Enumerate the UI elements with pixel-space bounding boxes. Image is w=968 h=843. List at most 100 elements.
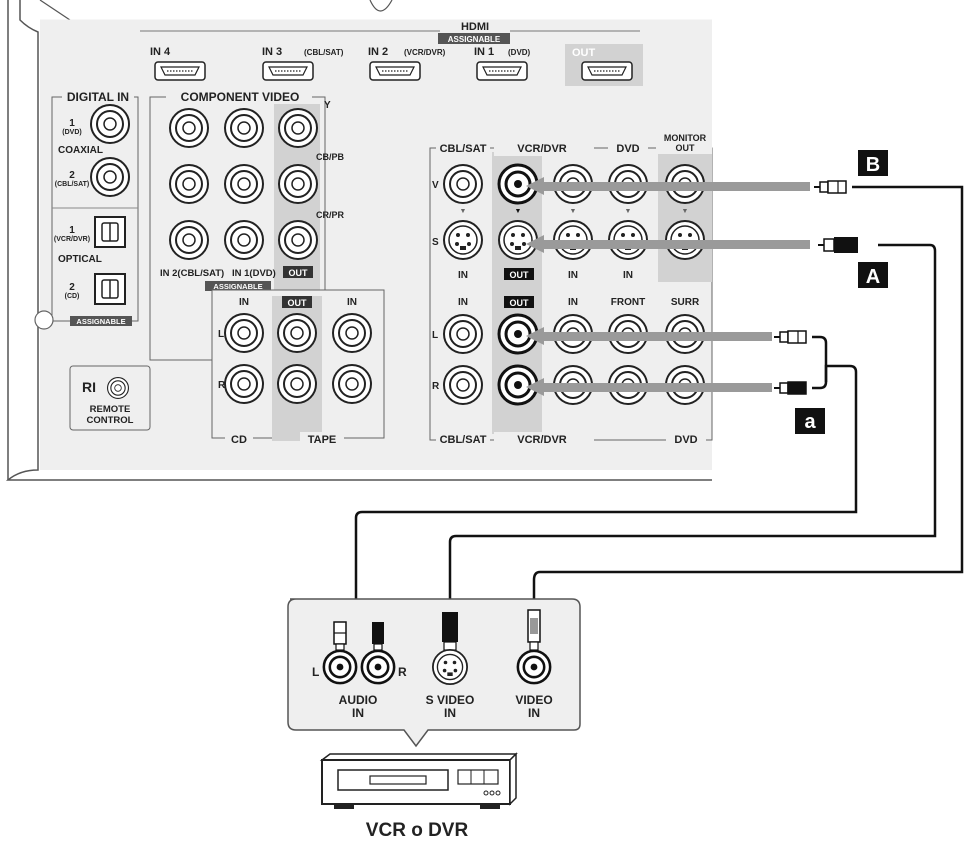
optical-label: OPTICAL xyxy=(58,254,102,265)
hdmi-in3-label: IN 3 xyxy=(262,46,282,58)
video-arrow xyxy=(540,182,810,191)
tape-out-l-jack[interactable] xyxy=(277,313,317,353)
device-audio-r-jack[interactable] xyxy=(360,649,396,685)
device-svideo-label-1: S VIDEO xyxy=(426,693,475,707)
component-in2-cr-jack[interactable] xyxy=(169,220,209,260)
device-audio-in-label-2: IN xyxy=(352,706,364,720)
device-svideo-jack[interactable] xyxy=(431,648,468,685)
av-vcr-dvr-bottom-label: VCR/DVR xyxy=(517,434,567,446)
coaxial-1-jack[interactable] xyxy=(90,104,130,144)
audio-l-label: L xyxy=(432,330,438,341)
device-video-jack[interactable] xyxy=(516,649,552,685)
audio-in-label: IN xyxy=(568,297,578,308)
audio-r-arrow xyxy=(540,383,772,392)
callout-a-upper-text: A xyxy=(866,266,880,288)
device-audio-l-jack[interactable] xyxy=(322,649,358,685)
vcr-dvr-svideo-out-jack[interactable] xyxy=(498,220,538,260)
component-cr-label: CR/PR xyxy=(316,210,345,220)
cd-l-jack[interactable] xyxy=(224,313,264,353)
tape-in-label: IN xyxy=(347,297,357,308)
video-cable xyxy=(532,185,964,610)
hdmi-in4-label: IN 4 xyxy=(150,46,171,58)
video-in-3-label: IN xyxy=(623,270,633,281)
digital-in-section: DIGITAL IN 1 (DVD) COAXIAL 2 (CBL/SAT) 1… xyxy=(34,88,139,330)
cd-label: CD xyxy=(231,434,247,446)
hdmi-out-port[interactable] xyxy=(581,61,633,81)
cables xyxy=(338,185,964,626)
hdmi-title: HDMI xyxy=(461,21,489,33)
arrow-mark: ▼ xyxy=(515,208,522,215)
hdmi-in2-port[interactable] xyxy=(369,61,421,81)
component-out-cb-jack[interactable] xyxy=(278,164,318,204)
svideo-cable xyxy=(448,243,937,610)
optical2-num: 2 xyxy=(69,282,75,293)
connection-arrows xyxy=(526,177,810,396)
coax2-sub: (CBL/SAT) xyxy=(55,181,89,188)
audio-l-arrow xyxy=(540,332,772,341)
vcr-dvr-audio-out-label: OUT xyxy=(510,298,530,308)
video-arrow-head xyxy=(526,177,544,195)
cbl-sat-audio-l-jack[interactable] xyxy=(443,314,483,354)
cbl-sat-svideo-jack[interactable] xyxy=(443,220,483,260)
audio-cbl-in-label: IN xyxy=(458,297,468,308)
hdmi-assignable-label: ASSIGNABLE xyxy=(448,35,501,44)
component-in1-y-jack[interactable] xyxy=(224,108,264,148)
optical-2-jack[interactable] xyxy=(94,273,126,305)
audio-l-plug-receiver xyxy=(773,330,807,344)
component-cb-label: CB/PB xyxy=(316,152,345,162)
hdmi-in4-port[interactable] xyxy=(154,61,206,81)
callout-a-lower-text: a xyxy=(804,411,816,433)
callout-a-upper: A xyxy=(858,262,888,288)
hdmi-in3-sub: (CBL/SAT) xyxy=(304,48,344,57)
monitor-out-label-2: OUT xyxy=(676,143,696,153)
device-name: VCR o DVR xyxy=(366,820,469,841)
component-video-title: COMPONENT VIDEO xyxy=(181,90,300,104)
component-out-cr-jack[interactable] xyxy=(278,220,318,260)
component-in2-cb-jack[interactable] xyxy=(169,164,209,204)
component-in2-label: IN 2(CBL/SAT) xyxy=(160,268,224,279)
remote-label-2: CONTROL xyxy=(87,415,134,426)
coaxial-2-jack[interactable] xyxy=(90,157,130,197)
svideo-plug-receiver xyxy=(817,236,859,254)
audio-r-cable xyxy=(354,364,858,612)
video-row-label: V xyxy=(432,180,439,191)
cbl-sat-audio-r-jack[interactable] xyxy=(443,365,483,405)
ri-logo: RI xyxy=(82,379,96,395)
coax2-num: 2 xyxy=(69,170,75,181)
component-in2-y-jack[interactable] xyxy=(169,108,209,148)
cd-r-jack[interactable] xyxy=(224,364,264,404)
audio-r-label: R xyxy=(432,381,440,392)
arrow-mark: ▼ xyxy=(570,208,577,215)
vcr-dvr-illustration: VCR o DVR xyxy=(319,752,518,841)
cd-tape-l-label: L xyxy=(218,329,224,340)
component-in1-cr-jack[interactable] xyxy=(224,220,264,260)
video-plug-receiver xyxy=(813,180,847,194)
hdmi-out-label: OUT xyxy=(572,47,596,59)
device-svideo-label-2: IN xyxy=(444,706,456,720)
callout-a-lower: a xyxy=(795,408,825,434)
callout-b: B xyxy=(858,150,888,176)
hdmi-in3-port[interactable] xyxy=(262,61,314,81)
cd-in-label: IN xyxy=(239,297,249,308)
tape-in-l-jack[interactable] xyxy=(332,313,372,353)
cbl-sat-in-label: IN xyxy=(458,270,468,281)
component-out-y-jack[interactable] xyxy=(278,108,318,148)
optical1-sub: (VCR/DVR) xyxy=(54,236,90,243)
component-in1-cb-jack[interactable] xyxy=(224,164,264,204)
coax1-num: 1 xyxy=(69,118,75,129)
front-label: FRONT xyxy=(611,297,645,308)
device-r-label: R xyxy=(398,665,407,679)
tape-out-r-jack[interactable] xyxy=(277,364,317,404)
tape-in-r-jack[interactable] xyxy=(332,364,372,404)
video-plug-device xyxy=(527,609,541,651)
surr-label: SURR xyxy=(671,297,700,308)
remote-control-jack[interactable] xyxy=(107,376,129,399)
arrow-mark: ▼ xyxy=(682,208,689,215)
optical-1-jack[interactable] xyxy=(94,216,126,248)
cbl-sat-video-jack[interactable] xyxy=(443,164,483,204)
hdmi-in1-port[interactable] xyxy=(476,61,528,81)
component-y-label: Y xyxy=(324,100,331,111)
audio-l-cable xyxy=(812,335,828,382)
hdmi-section: HDMI ASSIGNABLE IN 4 IN 3 (CBL/SAT) IN 2… xyxy=(140,21,643,86)
